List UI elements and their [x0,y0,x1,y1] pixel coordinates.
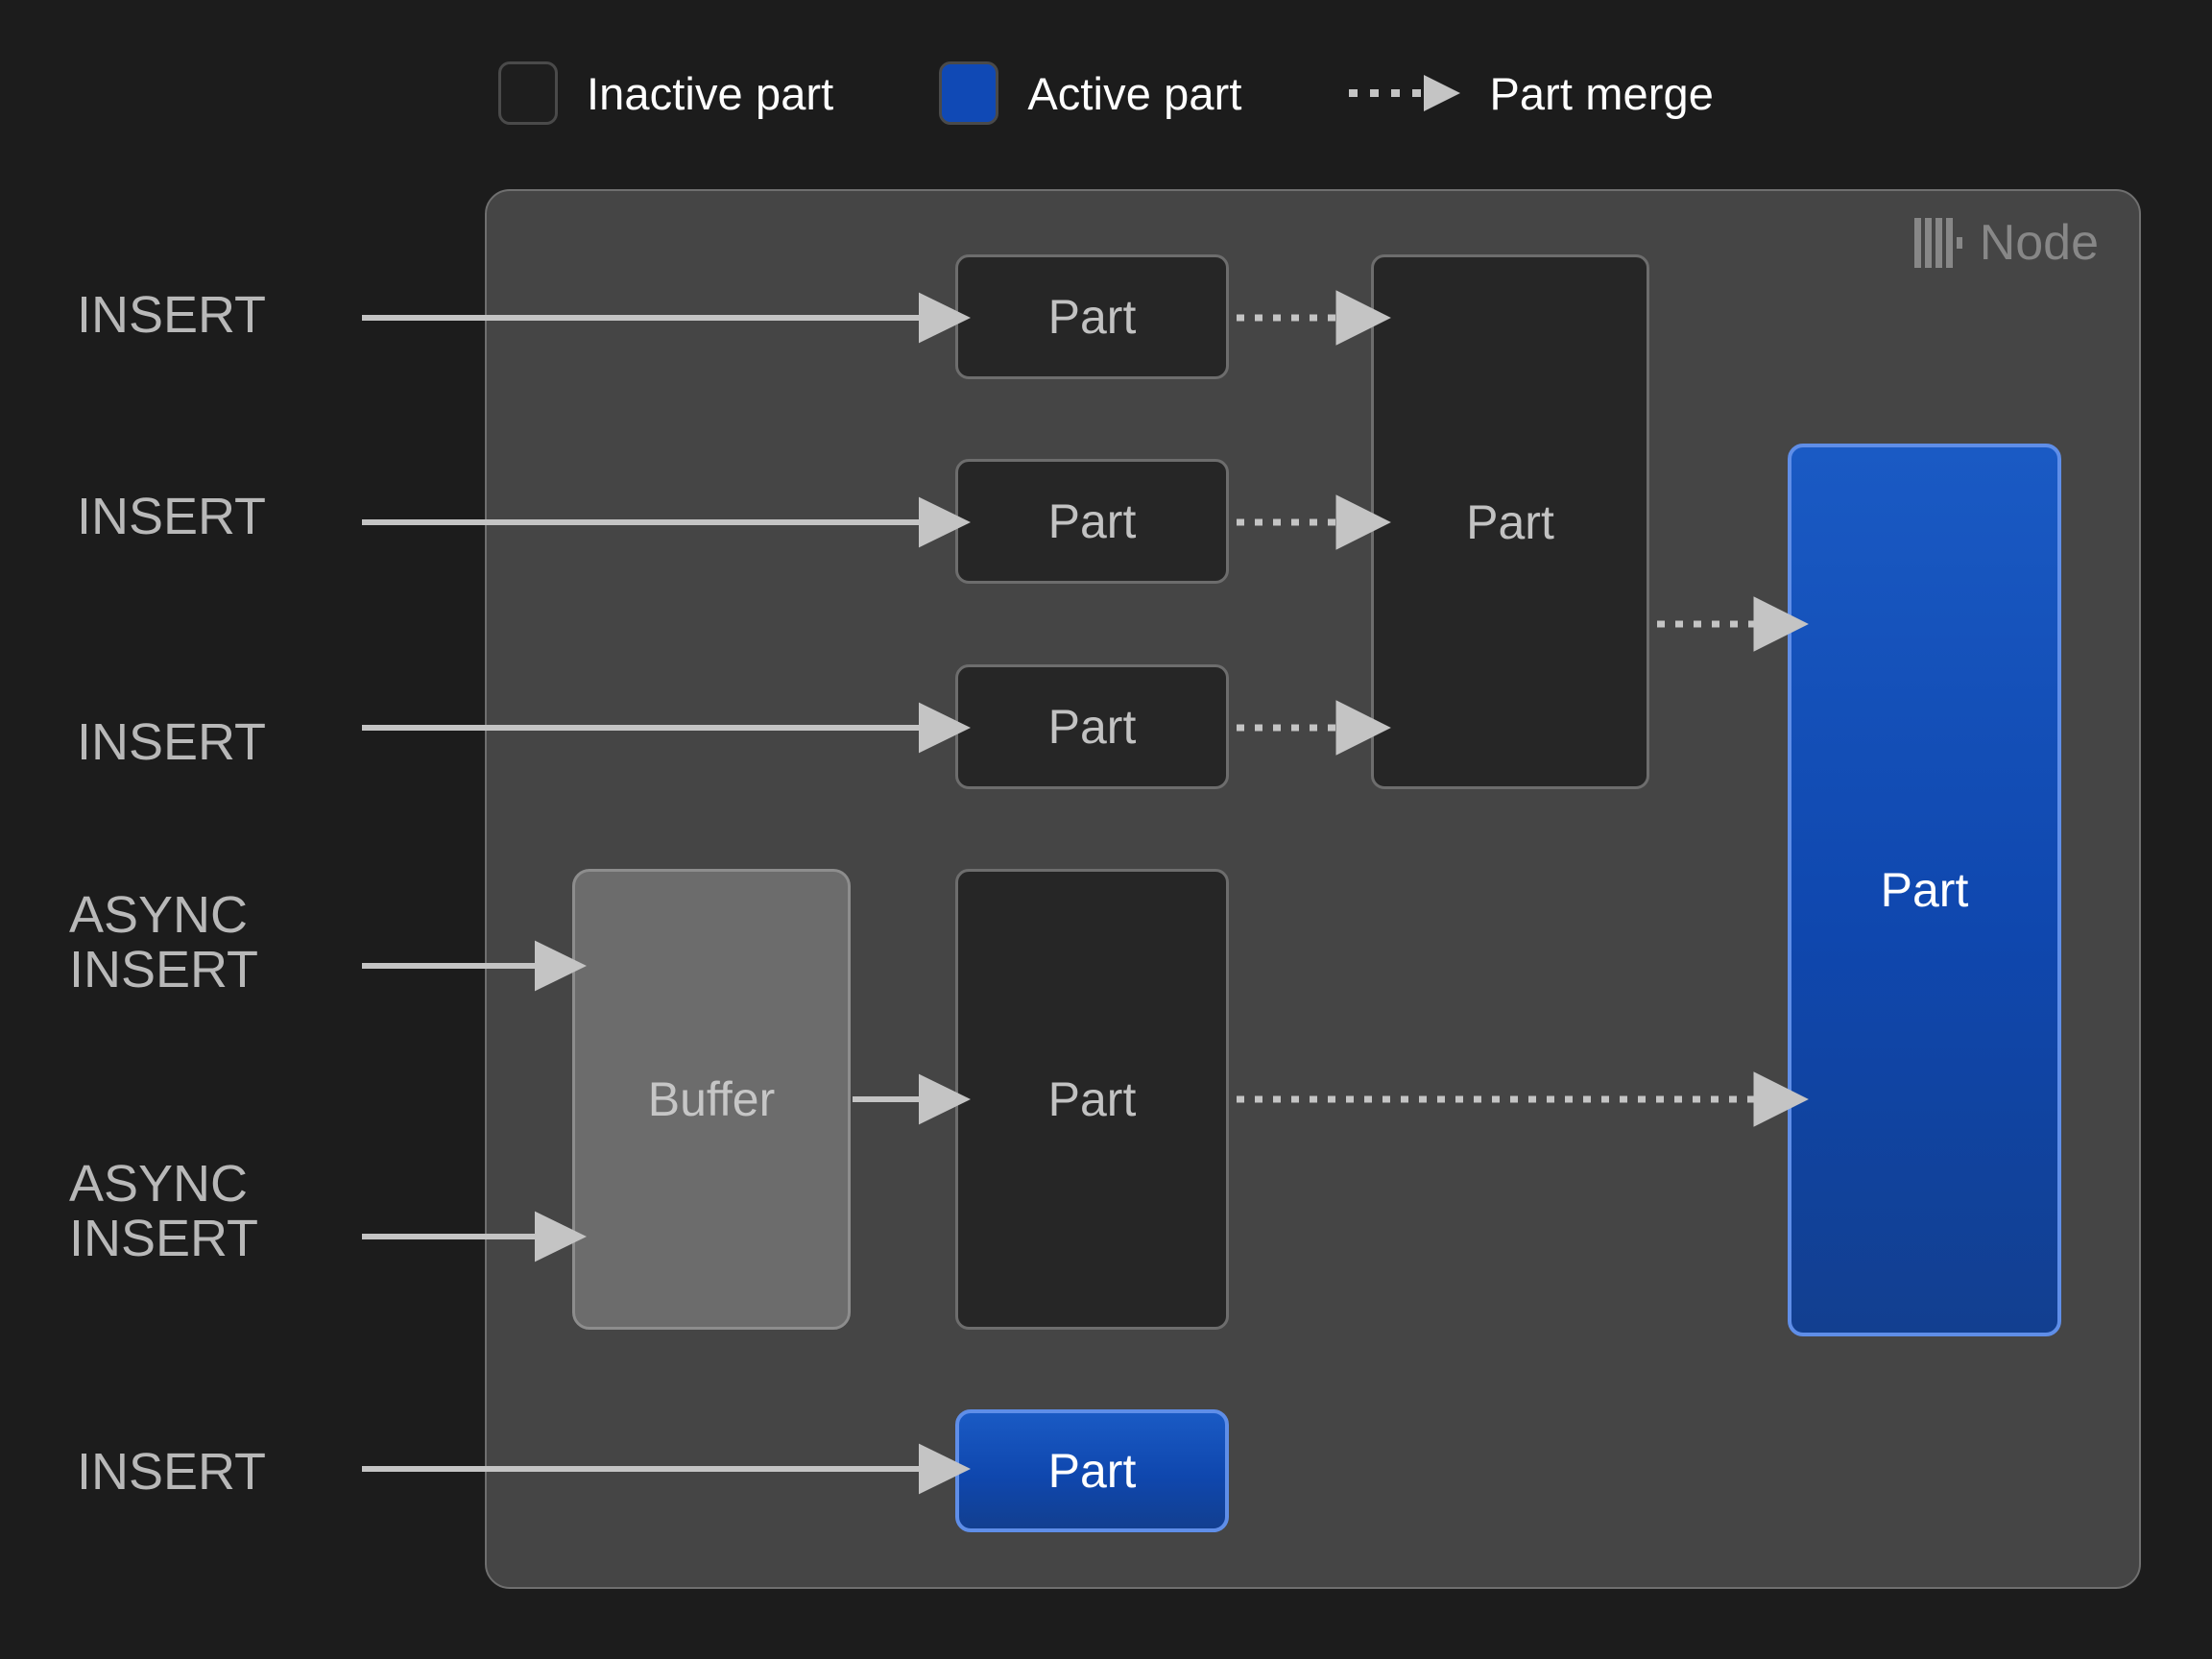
part-box-3[interactable]: Part [955,664,1229,789]
node-badge: Node [1913,215,2099,271]
legend-label-active-part: Active part [1027,67,1242,119]
final-part-box[interactable]: Part [1788,444,2061,1336]
inactive-part-swatch-icon [498,61,559,125]
part-box-1[interactable]: Part [955,254,1229,379]
legend-item-part-merge: Part merge [1347,67,1714,119]
buffer-part-box-label: Part [1047,1072,1137,1126]
node-badge-label: Node [1979,215,2099,271]
legend-item-inactive-part: Inactive part [498,61,833,125]
input-label-insert-2: INSERT [77,488,267,545]
input-label-async-insert-2: ASYNC INSERT [69,1155,259,1267]
buffer-box-label: Buffer [647,1072,776,1126]
final-part-box-label: Part [1880,863,1969,917]
part-merge-arrow-icon [1347,74,1461,112]
part-box-1-label: Part [1047,290,1137,344]
insert-part-box-label: Part [1047,1444,1137,1498]
legend-label-part-merge: Part merge [1489,67,1714,119]
buffer-box[interactable]: Buffer [572,869,851,1330]
input-label-async-insert-1: ASYNC INSERT [69,886,259,998]
input-label-insert-4: INSERT [77,1443,267,1501]
input-label-insert-3: INSERT [77,713,267,771]
legend: Inactive part Active part Part merge [0,50,2212,136]
buffer-part-box[interactable]: Part [955,869,1229,1330]
part-box-3-label: Part [1047,700,1137,754]
part-box-2-label: Part [1047,494,1137,548]
merged-part-box[interactable]: Part [1371,254,1649,789]
clickhouse-logo-icon [1913,218,1962,268]
legend-label-inactive-part: Inactive part [587,67,834,119]
part-box-2[interactable]: Part [955,459,1229,584]
input-label-insert-1: INSERT [77,286,267,344]
active-part-swatch-icon [939,61,999,125]
insert-part-box[interactable]: Part [955,1409,1229,1532]
legend-item-active-part: Active part [939,61,1241,125]
merged-part-box-label: Part [1466,494,1554,549]
